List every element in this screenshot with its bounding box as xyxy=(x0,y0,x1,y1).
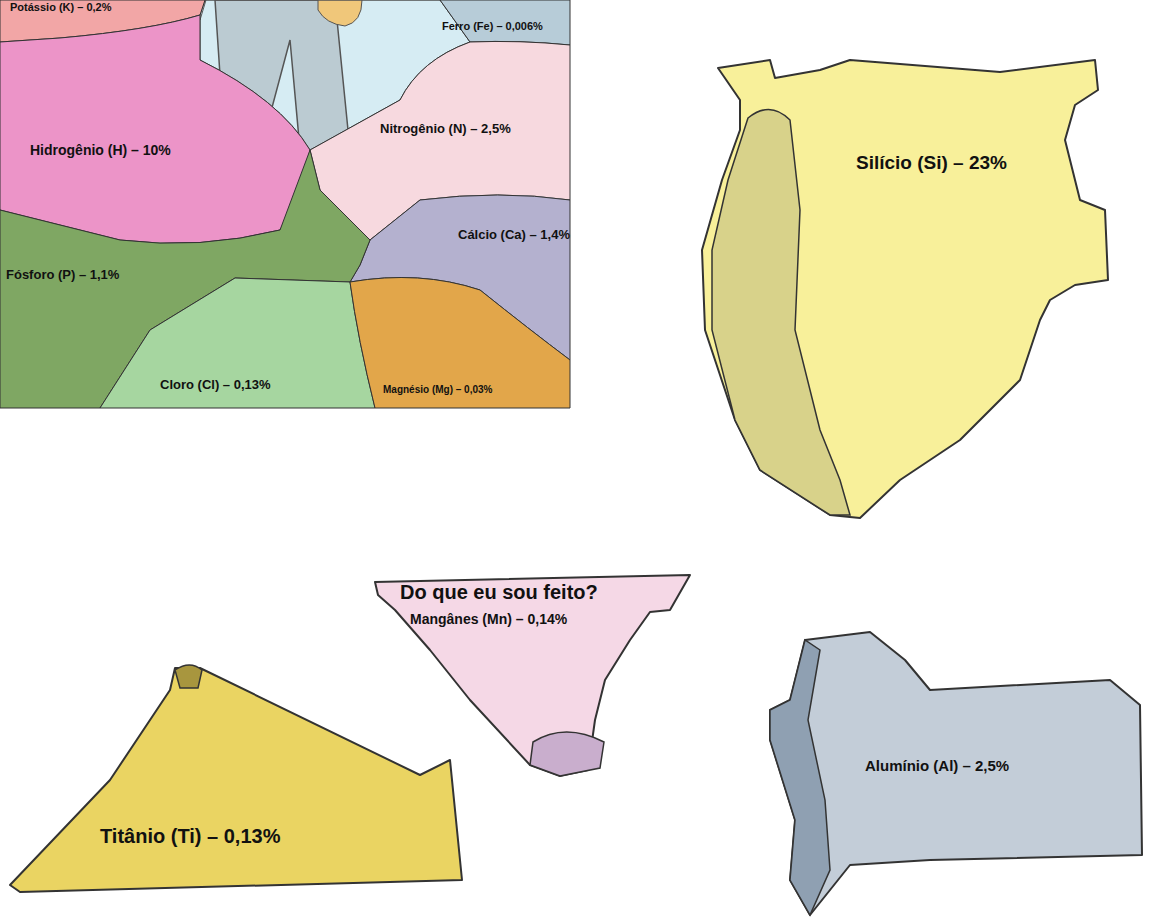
element-label: Hidrogênio (H) – 10% xyxy=(30,142,171,158)
region-outline xyxy=(702,60,1108,518)
element-label: Alumínio (Al) – 2,5% xyxy=(865,757,1009,774)
region-outline xyxy=(10,668,462,892)
region-outline xyxy=(375,575,690,776)
map-border xyxy=(1,0,570,408)
element-label: Ferro (Fe) – 0,006% xyxy=(442,20,543,33)
region-outline xyxy=(350,278,570,409)
puzzle-piece: Alumínio (Al) – 2,5% xyxy=(765,628,1145,920)
puzzle-piece: Do que eu sou feito? Mangânes (Mn) – 0,14… xyxy=(372,570,694,780)
region-outline xyxy=(440,0,570,45)
element-label: Silício (Si) – 23% xyxy=(856,152,1007,174)
element-label: Nitrogênio (N) – 2,5% xyxy=(380,122,511,137)
puzzle-piece: Titânio (Ti) – 0,13% xyxy=(8,660,466,896)
element-label: Cloro (Cl) – 0,13% xyxy=(160,378,271,393)
element-label: Fósforo (P) – 1,1% xyxy=(6,268,119,283)
element-label: Titânio (Ti) – 0,13% xyxy=(100,825,280,848)
region-outline xyxy=(770,632,1142,915)
map-ground xyxy=(0,0,570,408)
shaded-fold xyxy=(712,109,850,515)
shaded-fold xyxy=(175,665,202,688)
shaded-fold xyxy=(530,732,604,776)
region-shape xyxy=(0,0,570,408)
shaded-fold xyxy=(770,640,830,915)
body-region: Magnésio (Mg) – 0,03% xyxy=(0,0,570,408)
puzzle-piece: Silício (Si) – 23% xyxy=(700,55,1112,521)
element-label: Cálcio (Ca) – 1,4% xyxy=(458,228,570,243)
region-shape xyxy=(8,660,466,896)
question-heading: Do que eu sou feito? xyxy=(400,581,598,604)
element-label: Magnésio (Mg) – 0,03% xyxy=(383,384,492,396)
element-label: Mangânes (Mn) – 0,14% xyxy=(410,611,567,627)
element-label: Potássio (K) – 0,2% xyxy=(10,1,111,14)
hand xyxy=(318,0,362,26)
region-shape xyxy=(700,55,1112,521)
region-outline xyxy=(100,278,375,408)
region-outline xyxy=(0,15,310,243)
